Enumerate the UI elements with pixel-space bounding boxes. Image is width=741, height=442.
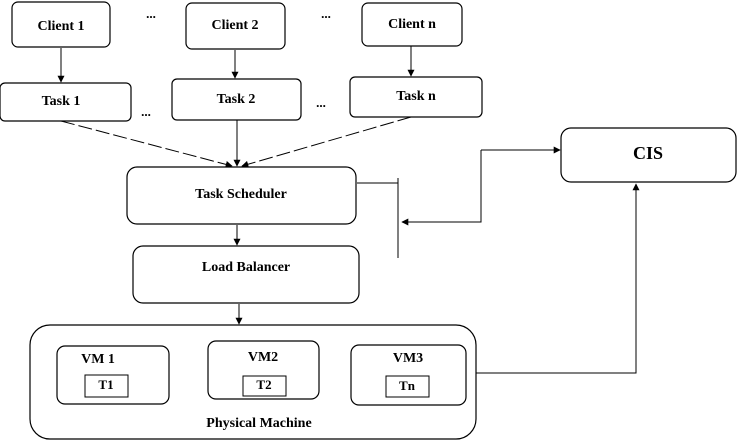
client-1-label: Client 1 bbox=[37, 19, 84, 34]
ellipsis-tasks-2: ... bbox=[316, 95, 326, 110]
ellipsis-tasks-1: ... bbox=[141, 104, 151, 119]
client-1-box bbox=[11, 1, 111, 48]
physical-machine-label: Physical Machine bbox=[206, 416, 311, 431]
vm-3: VM3 Tn bbox=[350, 344, 467, 406]
task-2-box bbox=[171, 78, 302, 121]
vm-2: VM2 T2 bbox=[207, 340, 320, 400]
vm-3-task-box bbox=[385, 375, 430, 398]
task-scheduler-box bbox=[126, 166, 357, 225]
arrow-physical-cis bbox=[474, 183, 640, 374]
load-balancer-box bbox=[132, 245, 360, 304]
vm-3-box bbox=[350, 344, 467, 406]
clients-row: Client 1 Client 2 Client n ... ... bbox=[11, 1, 463, 50]
task-1-label: Task 1 bbox=[42, 94, 81, 109]
client-n-label: Client n bbox=[388, 17, 436, 32]
task-2-label: Task 2 bbox=[217, 92, 256, 107]
tasks-row: Task 1 Task 2 Task n ... ... bbox=[0, 76, 483, 122]
vm-3-label: VM3 bbox=[393, 351, 423, 366]
ellipsis-clients-2: ... bbox=[321, 6, 331, 21]
cis-box bbox=[560, 127, 737, 183]
connectors bbox=[57, 46, 640, 374]
vm-1-task-box bbox=[84, 374, 129, 398]
task-n-box bbox=[349, 76, 483, 118]
task-n-label: Task n bbox=[396, 89, 436, 104]
vm-2-box bbox=[207, 340, 320, 400]
vm-2-task-label: T2 bbox=[256, 377, 271, 392]
vm-1: VM 1 T1 bbox=[56, 345, 170, 405]
vm-1-task-label: T1 bbox=[98, 377, 113, 392]
load-balancer-label: Load Balancer bbox=[202, 260, 290, 275]
client-2-label: Client 2 bbox=[211, 18, 258, 33]
vm-2-label: VM2 bbox=[248, 350, 278, 365]
cis-label: CIS bbox=[633, 143, 663, 163]
arrow-cis-scheduler bbox=[401, 150, 482, 226]
task-scheduler-label: Task Scheduler bbox=[195, 187, 287, 202]
vm-2-task-box bbox=[242, 375, 287, 397]
ellipsis-clients-1: ... bbox=[146, 6, 156, 21]
client-n-box bbox=[361, 2, 463, 47]
vm-3-task-label: Tn bbox=[399, 378, 416, 393]
client-2-box bbox=[185, 2, 286, 50]
arrow-task1-scheduler bbox=[60, 120, 233, 168]
vm-1-label: VM 1 bbox=[81, 352, 115, 367]
arrow-taskn-scheduler bbox=[241, 116, 412, 168]
task-1-box bbox=[0, 82, 132, 122]
